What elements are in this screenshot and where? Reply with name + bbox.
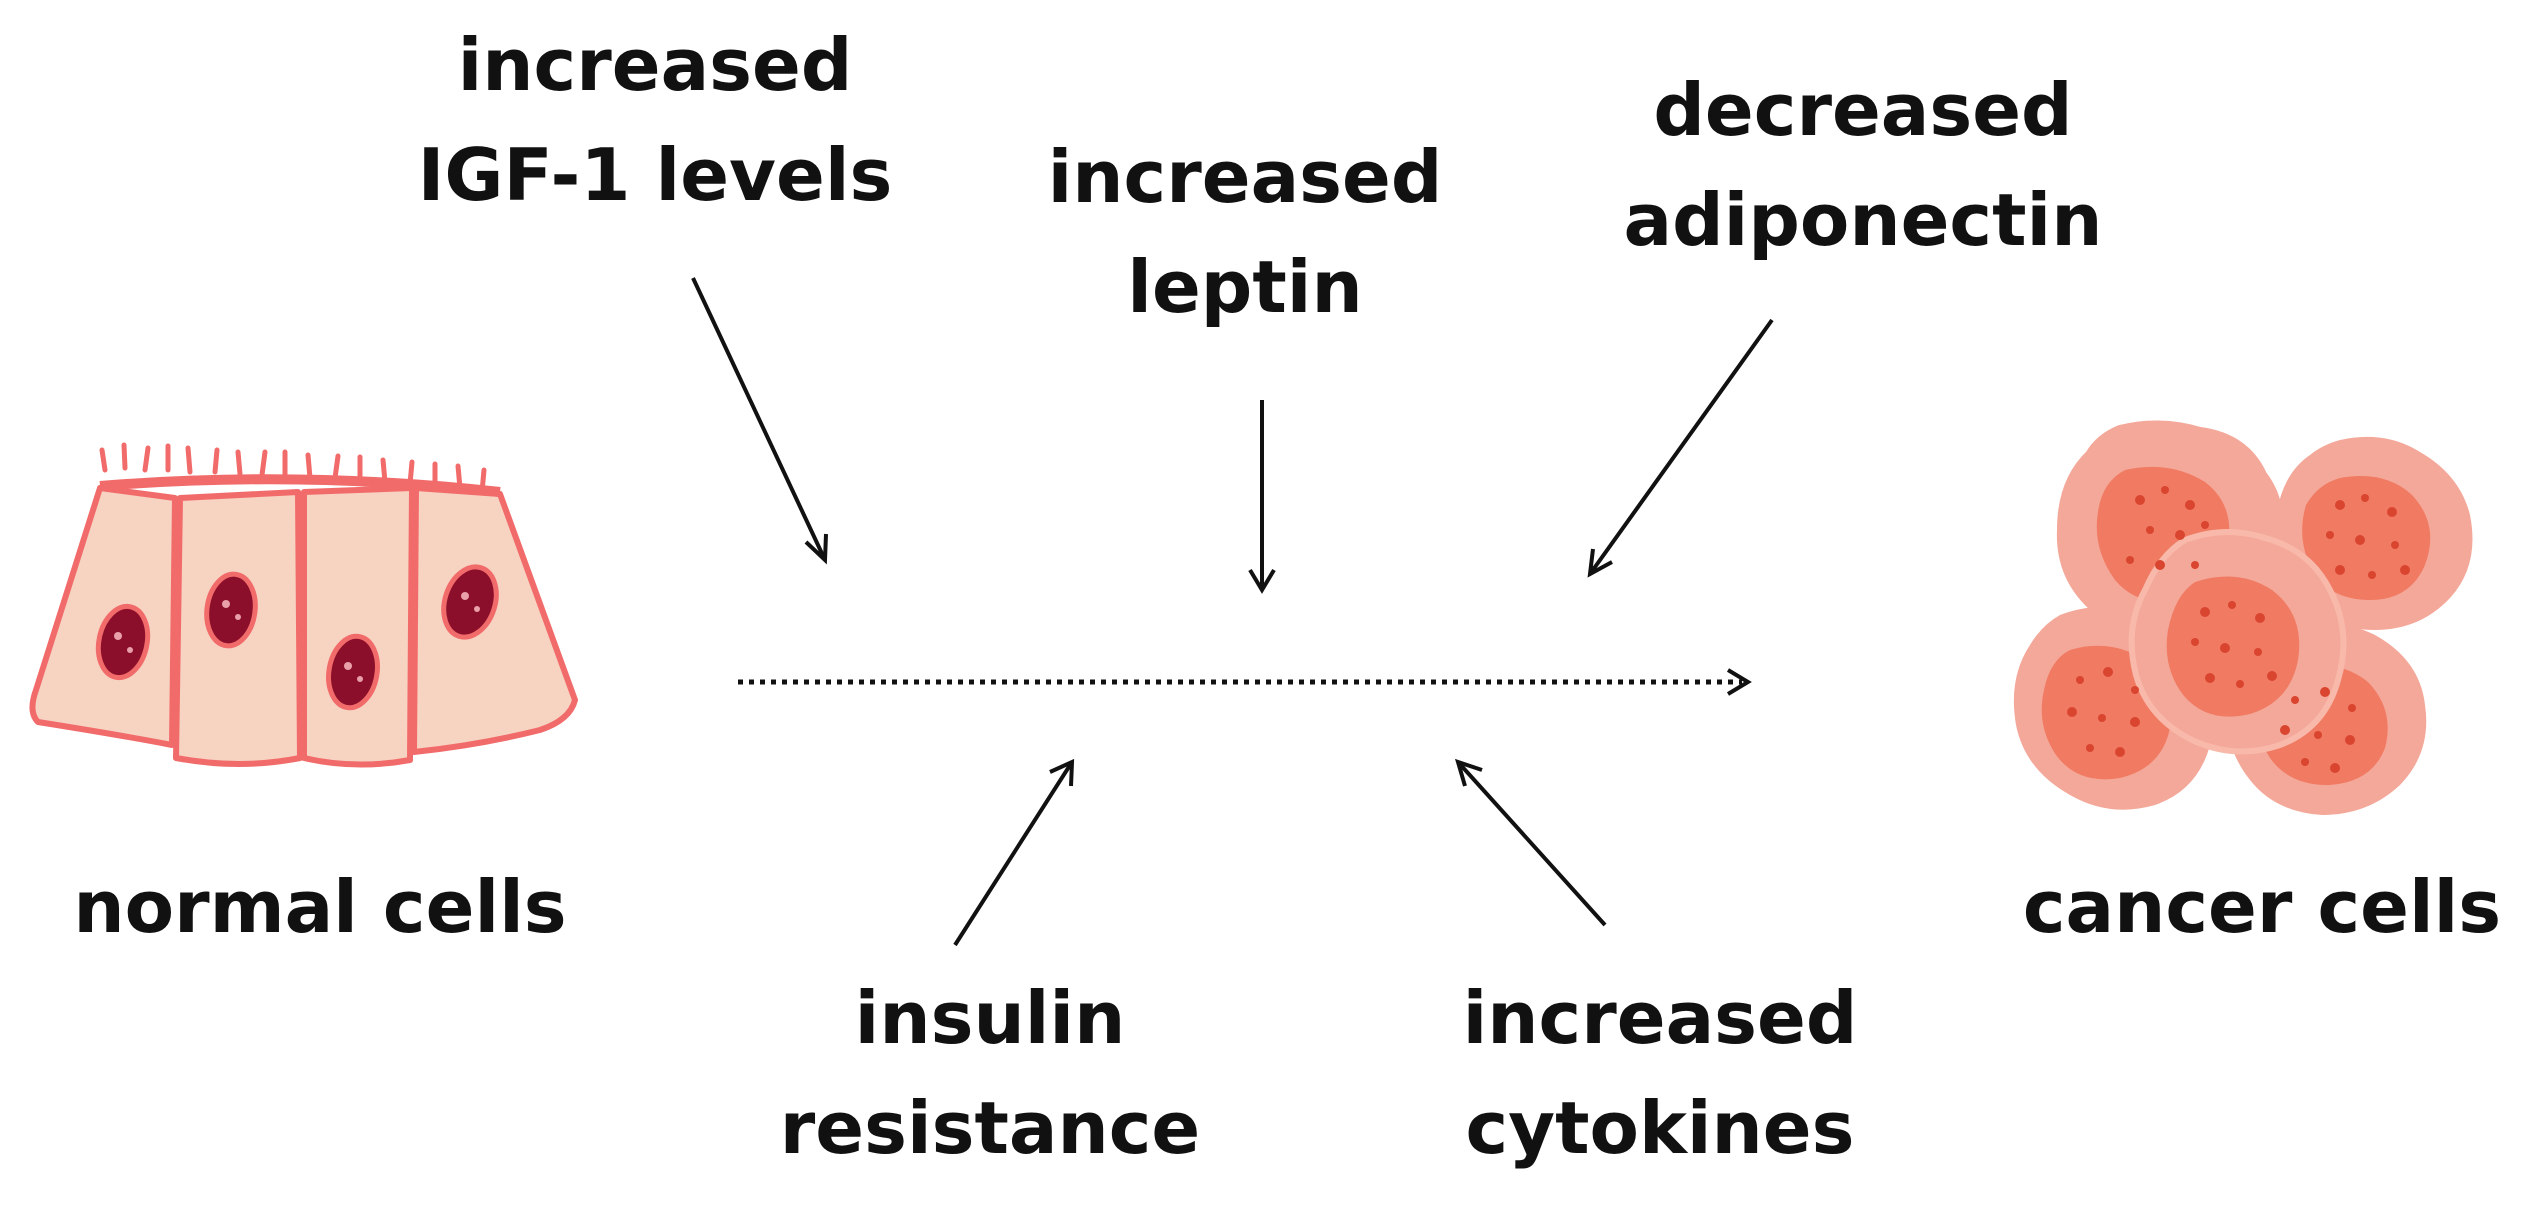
cancer-cell (2128, 529, 2347, 755)
label-cancer-cells: cancer cells (2023, 852, 2501, 962)
normal-cells-illustration (29, 442, 578, 768)
progression-arrow (738, 668, 1752, 696)
cancer-dots (2067, 486, 2410, 773)
label-line: insulin (854, 976, 1126, 1060)
label-line: normal cells (73, 865, 567, 949)
label-line: IGF-1 levels (417, 133, 893, 217)
cell-body (301, 485, 415, 768)
arrow-igf1 (691, 277, 827, 561)
label-adiponectin: decreased adiponectin (1624, 55, 2103, 275)
arrow-adiponectin (1588, 318, 1774, 576)
label-line: adiponectin (1623, 178, 2103, 262)
cilia (99, 442, 487, 495)
nuclei (95, 564, 499, 711)
label-line: increased (1047, 135, 1443, 219)
label-line: decreased (1653, 68, 2073, 152)
label-leptin: increased leptin (1048, 122, 1443, 342)
label-line: resistance (779, 1086, 1201, 1170)
label-line: increased (1462, 976, 1858, 1060)
cancer-cells-illustration (2013, 420, 2473, 815)
influence-arrows (691, 277, 1774, 947)
label-igf1: increased IGF-1 levels (418, 10, 893, 230)
label-line: cytokines (1465, 1086, 1855, 1170)
label-line: cancer cells (2022, 865, 2502, 949)
label-normal-cells: normal cells (73, 852, 566, 962)
cell-body (29, 485, 178, 748)
arrow-insulin (953, 760, 1074, 947)
label-line: leptin (1127, 245, 1363, 329)
label-cytokines: increased cytokines (1463, 963, 1858, 1183)
cell-body (411, 485, 578, 755)
label-insulin: insulin resistance (780, 963, 1201, 1183)
arrow-cytokines (1456, 760, 1607, 927)
label-line: increased (457, 23, 853, 107)
